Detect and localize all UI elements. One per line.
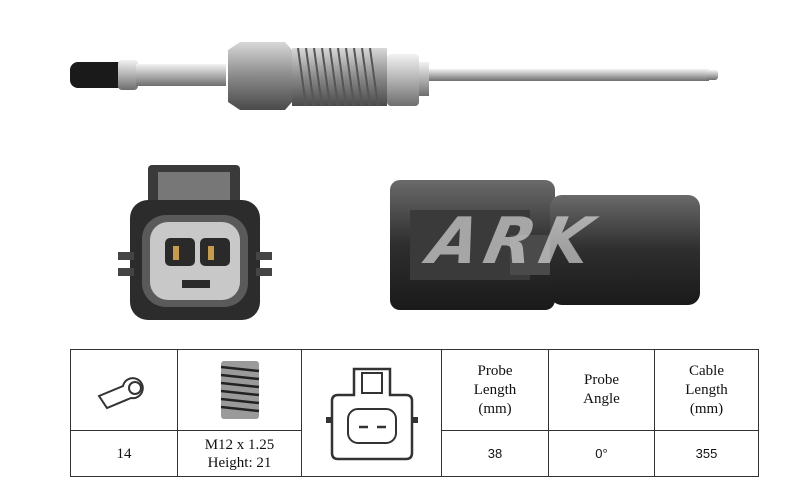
connector-front-photo xyxy=(118,165,272,320)
connector-side-photo xyxy=(390,180,700,310)
probe-angle-value: 0° xyxy=(548,430,655,477)
spec-table: Probe Length (mm) Probe Angle Cable Leng… xyxy=(70,349,759,477)
wrench-size-value: 14 xyxy=(70,430,178,477)
connector-icon xyxy=(325,367,418,461)
sensor-probe-photo xyxy=(70,42,718,110)
probe-length-header: Probe Length (mm) xyxy=(441,349,549,431)
connector-cell xyxy=(301,349,442,477)
thread-cell xyxy=(177,349,302,431)
probe-angle-header: Probe Angle xyxy=(548,349,655,431)
probe-length-value: 38 xyxy=(441,430,549,477)
thread-value: M12 x 1.25 Height: 21 xyxy=(177,430,302,477)
thread-icon xyxy=(220,361,259,419)
wrench-cell xyxy=(70,349,178,431)
wrench-icon xyxy=(97,377,144,410)
cable-length-header: Cable Length (mm) xyxy=(654,349,759,431)
cable-length-value: 355 xyxy=(654,430,759,477)
